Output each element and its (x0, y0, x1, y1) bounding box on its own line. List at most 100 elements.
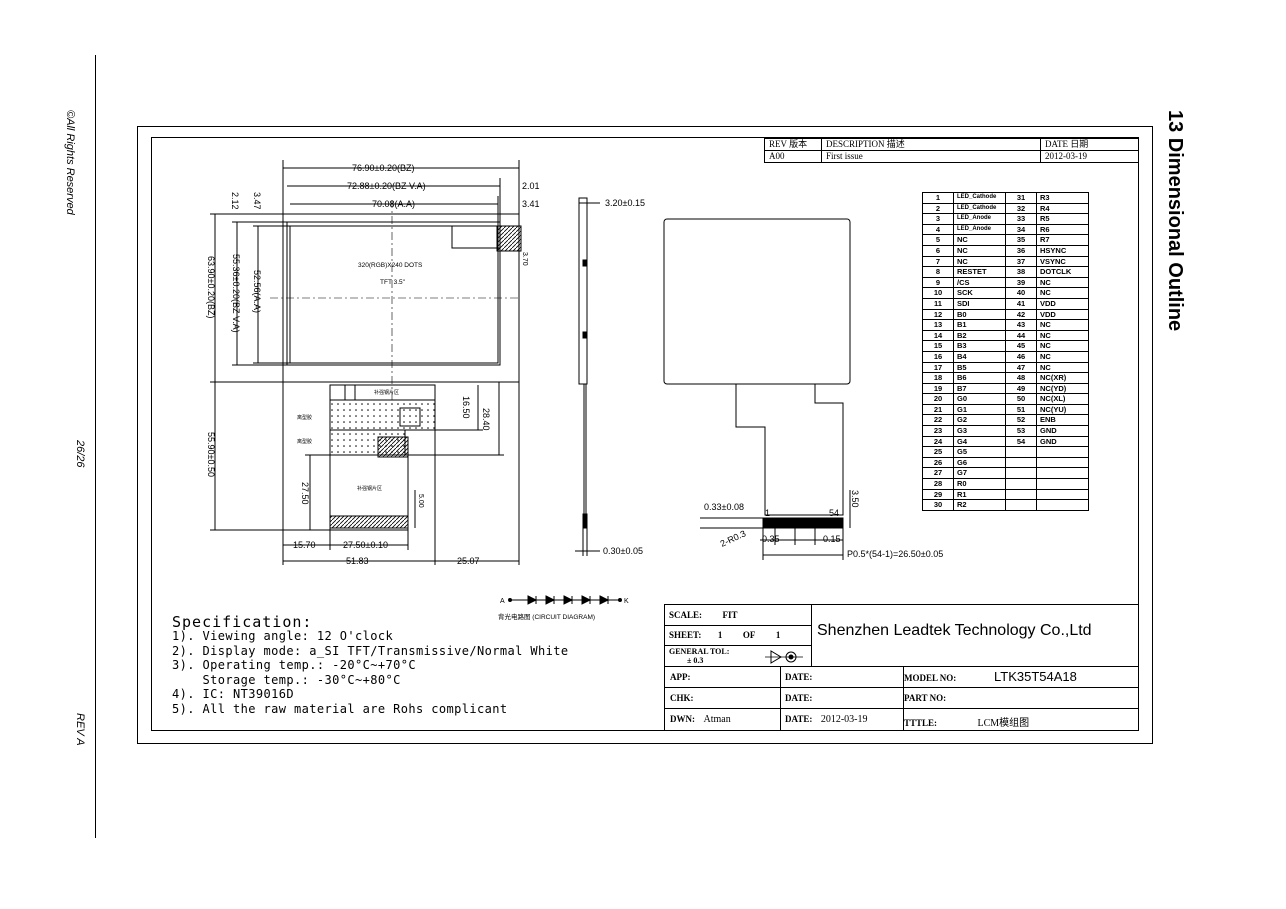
dim-bz-height: 63.90±0.20(BZ) (206, 256, 216, 318)
pin-signal: R3 (1036, 192, 1089, 204)
projection-symbol-icon (765, 650, 803, 664)
dim-right-offset-1: 2.01 (522, 181, 540, 191)
pin-signal: R7 (1036, 234, 1089, 246)
fpc-label-1: 补强钢片区 (374, 389, 399, 396)
pin-number: 39 (1005, 276, 1037, 289)
pin-signal: LED_Cathode (953, 192, 1006, 204)
pin-number: 37 (1005, 255, 1037, 268)
pin-number: 48 (1005, 372, 1037, 384)
date-value: 2012-03-19 (1040, 150, 1139, 163)
pin-signal (1036, 499, 1089, 511)
spec-line: 3). Operating temp.: -20°C~+70°C (172, 658, 416, 672)
pin-signal: NC(XR) (1036, 372, 1089, 384)
dim-pad-035: 0.35 (762, 534, 780, 544)
app-cell: APP: (665, 667, 781, 688)
pin-signal: LED_Anode (953, 213, 1006, 225)
dim-pad-350: 3.50 (850, 490, 860, 508)
pin-signal: NC (953, 234, 1006, 246)
pin-number: 24 (922, 435, 954, 448)
side-view-tab-1 (582, 259, 588, 267)
model-value: LTK35T54A18 (994, 669, 1077, 684)
app-label: APP: (670, 672, 691, 682)
spec-line: 5). All the raw material are Rohs compli… (172, 701, 508, 716)
side-view-body (578, 197, 588, 385)
sheet-cell: SHEET: 1 OF 1 (665, 626, 812, 646)
pin-number: 42 (1005, 308, 1037, 321)
dwn-label: DWN: (670, 714, 695, 724)
fpc-label-3: 离型胶 (297, 414, 312, 421)
panel-corner-tab (451, 225, 501, 249)
dim-left-offset-1: 2.12 (230, 192, 240, 210)
company-cell: Shenzhen Leadtek Technology Co.,Ltd (812, 605, 1138, 667)
spec-title: Specification: (172, 612, 313, 631)
date-label-3: DATE: (785, 714, 813, 724)
pin-signal: R6 (1036, 223, 1089, 236)
panel-view-area (286, 221, 501, 366)
tolerance-value: ± 0.3 (687, 656, 704, 665)
revision-row: A00 First issue 2012-03-19 (764, 150, 1139, 163)
dwn-value: Atman (703, 714, 731, 725)
pin-signal: G7 (953, 467, 1006, 480)
title-value: LCM模组图 (977, 718, 1030, 729)
dim-fpc-27: 27.50 (300, 482, 310, 505)
pin-signal: GND (1036, 435, 1089, 448)
pin-number: 25 (922, 446, 954, 458)
back-view-body (663, 218, 851, 385)
pin-number: 52 (1005, 414, 1037, 427)
pin-signal: NC(YD) (1036, 382, 1089, 395)
dim-bottom-25: 25.07 (457, 556, 480, 566)
fpc-lower (329, 454, 409, 531)
scale-label: SCALE: (669, 610, 703, 620)
date-value: 2012-03-19 (820, 714, 868, 725)
pin-signal: NC (1036, 350, 1089, 363)
pin-signal: G0 (953, 393, 1006, 405)
dwn-cell: DWN: Atman (665, 709, 781, 730)
pin-number: 38 (1005, 266, 1037, 278)
pin-signal: B3 (953, 340, 1006, 352)
pin-number: 40 (1005, 287, 1037, 299)
pin-signal: DOTCLK (1036, 266, 1089, 278)
pin-signal (1036, 456, 1089, 469)
back-view-pads (762, 517, 844, 529)
pin-signal: NC (953, 255, 1006, 268)
revision-header-row: REV 版本 DESCRIPTION 描述 DATE 日期 (764, 138, 1139, 151)
pin-number: 15 (922, 340, 954, 352)
pin-signal: G3 (953, 425, 1006, 437)
pin-signal (1036, 488, 1089, 501)
pin-number: 30 (922, 499, 954, 511)
pin-number: 17 (922, 361, 954, 374)
company-name: Shenzhen Leadtek Technology Co.,Ltd (817, 622, 1092, 639)
part-label: PART NO: (904, 693, 947, 703)
circuit-anode: A (500, 598, 505, 605)
pin-number: 28 (922, 478, 954, 490)
pin-number: 4 (922, 223, 954, 236)
pin-number: 19 (922, 382, 954, 395)
pin-number: 7 (922, 255, 954, 268)
side-view-end (582, 513, 588, 529)
back-view-fpc (735, 384, 844, 516)
dim-aa-width: 70.08(A.A) (372, 199, 415, 209)
pin-number: 10 (922, 287, 954, 299)
fpc-contact (329, 515, 409, 529)
model-label: MODEL NO: (904, 673, 957, 683)
side-view-tab-2 (582, 331, 588, 339)
spec-line: 1). Viewing angle: 12 O'clock (172, 629, 394, 643)
pin-number: 44 (1005, 329, 1037, 342)
dim-fpc-28: 28.40 (481, 408, 491, 431)
pin-number: 43 (1005, 319, 1037, 331)
pin-signal: B5 (953, 361, 1006, 374)
pin-number: 51 (1005, 403, 1037, 416)
dim-left-offset-2: 3.47 (252, 192, 262, 210)
pin-number: 47 (1005, 361, 1037, 374)
date-label-1: DATE: (785, 672, 813, 682)
date-cell-1: DATE: (781, 667, 904, 688)
